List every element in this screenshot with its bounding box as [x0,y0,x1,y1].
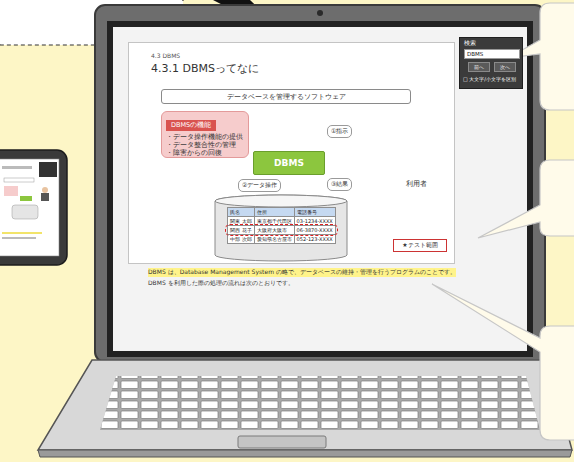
table-cell: 大阪府大阪市 [255,226,294,234]
next-button: 次へ [494,62,516,72]
data-table: 氏名住所電話番号関東 太郎東京都千代田区03-1234-XXXX 関西 花子大阪府… [227,207,336,244]
thumbnail-screen [0,150,67,265]
bullet-item: ・データ整合性の管理 [166,141,244,149]
table-cell: 東京都千代田区 [255,217,294,225]
table-cell: 関西 花子 [228,226,254,234]
database-node: 氏名住所電話番号関東 太郎東京都千代田区03-1234-XXXX 関西 花子大阪府… [213,193,349,263]
table-cell: 関東 太郎 [228,217,254,225]
callout-heading: DBMSの機能 [166,120,216,131]
user-label: 利用者 [406,180,427,189]
button-text: 前へ [474,64,484,70]
keyboard [100,376,540,430]
function-callout: DBMSの機能・データ操作機能の提供・データ整合性の管理・障害からの回復 [161,111,249,158]
panel-title: 検索 [464,39,476,48]
bullet-item: ・障害からの回復 [166,149,244,157]
user-node: 利用者 [349,109,429,189]
slide-title: 4.3.1 DBMSってなに [151,61,259,76]
touchpad [238,436,326,448]
prev-button: 前へ [468,62,490,72]
dbms-label: DBMS [274,158,304,168]
section-number: 4.3 DBMS [151,52,180,59]
search-input: DBMS [464,49,520,59]
body-text: DBMS を利用した際の処理の流れは次のとおりです。 [148,279,294,288]
edge-label: ①指示 [327,125,352,138]
table-cell: 愛知県名古屋市 [255,235,294,243]
test-scope-box: ★テスト範囲 [393,239,447,252]
bullet-item: ・データ操作機能の提供 [166,133,244,141]
checkbox-option: □ 大文字/小文字を区別 [463,76,516,82]
button-text: 次へ [500,64,510,70]
search-panel: 検索 □ 大文字/小文字を区別 DBMS 前へ 次へ [459,37,523,89]
table-cell: 03-1234-XXXX [295,217,335,225]
table-cell: 06-3870-XXXX [295,226,335,234]
table-header-cell: 電話番号 [295,208,335,216]
test-scope-text: ★テスト範囲 [402,241,437,250]
laptop-base [38,360,572,457]
heading-box: データベースを管理するソフトウェア [161,89,411,104]
table-cell: 中部 次郎 [228,235,254,243]
edge-label: ③結果 [327,178,352,191]
dbms-box: DBMS [253,151,325,175]
body-text: DBMS は、Database Management System の略で、デー… [148,268,456,277]
table-cell: 052-123-XXXX [295,235,335,243]
input-text: DBMS [467,51,483,57]
heading-text: データベースを管理するソフトウェア [227,92,346,102]
table-header-cell: 氏名 [228,208,254,216]
table-header-cell: 住所 [255,208,294,216]
slide: 4.3 DBMS 4.3.1 DBMSってなにデータベースを管理するソフトウェア D… [128,42,455,264]
edge-label: ②データ操作 [238,179,281,192]
